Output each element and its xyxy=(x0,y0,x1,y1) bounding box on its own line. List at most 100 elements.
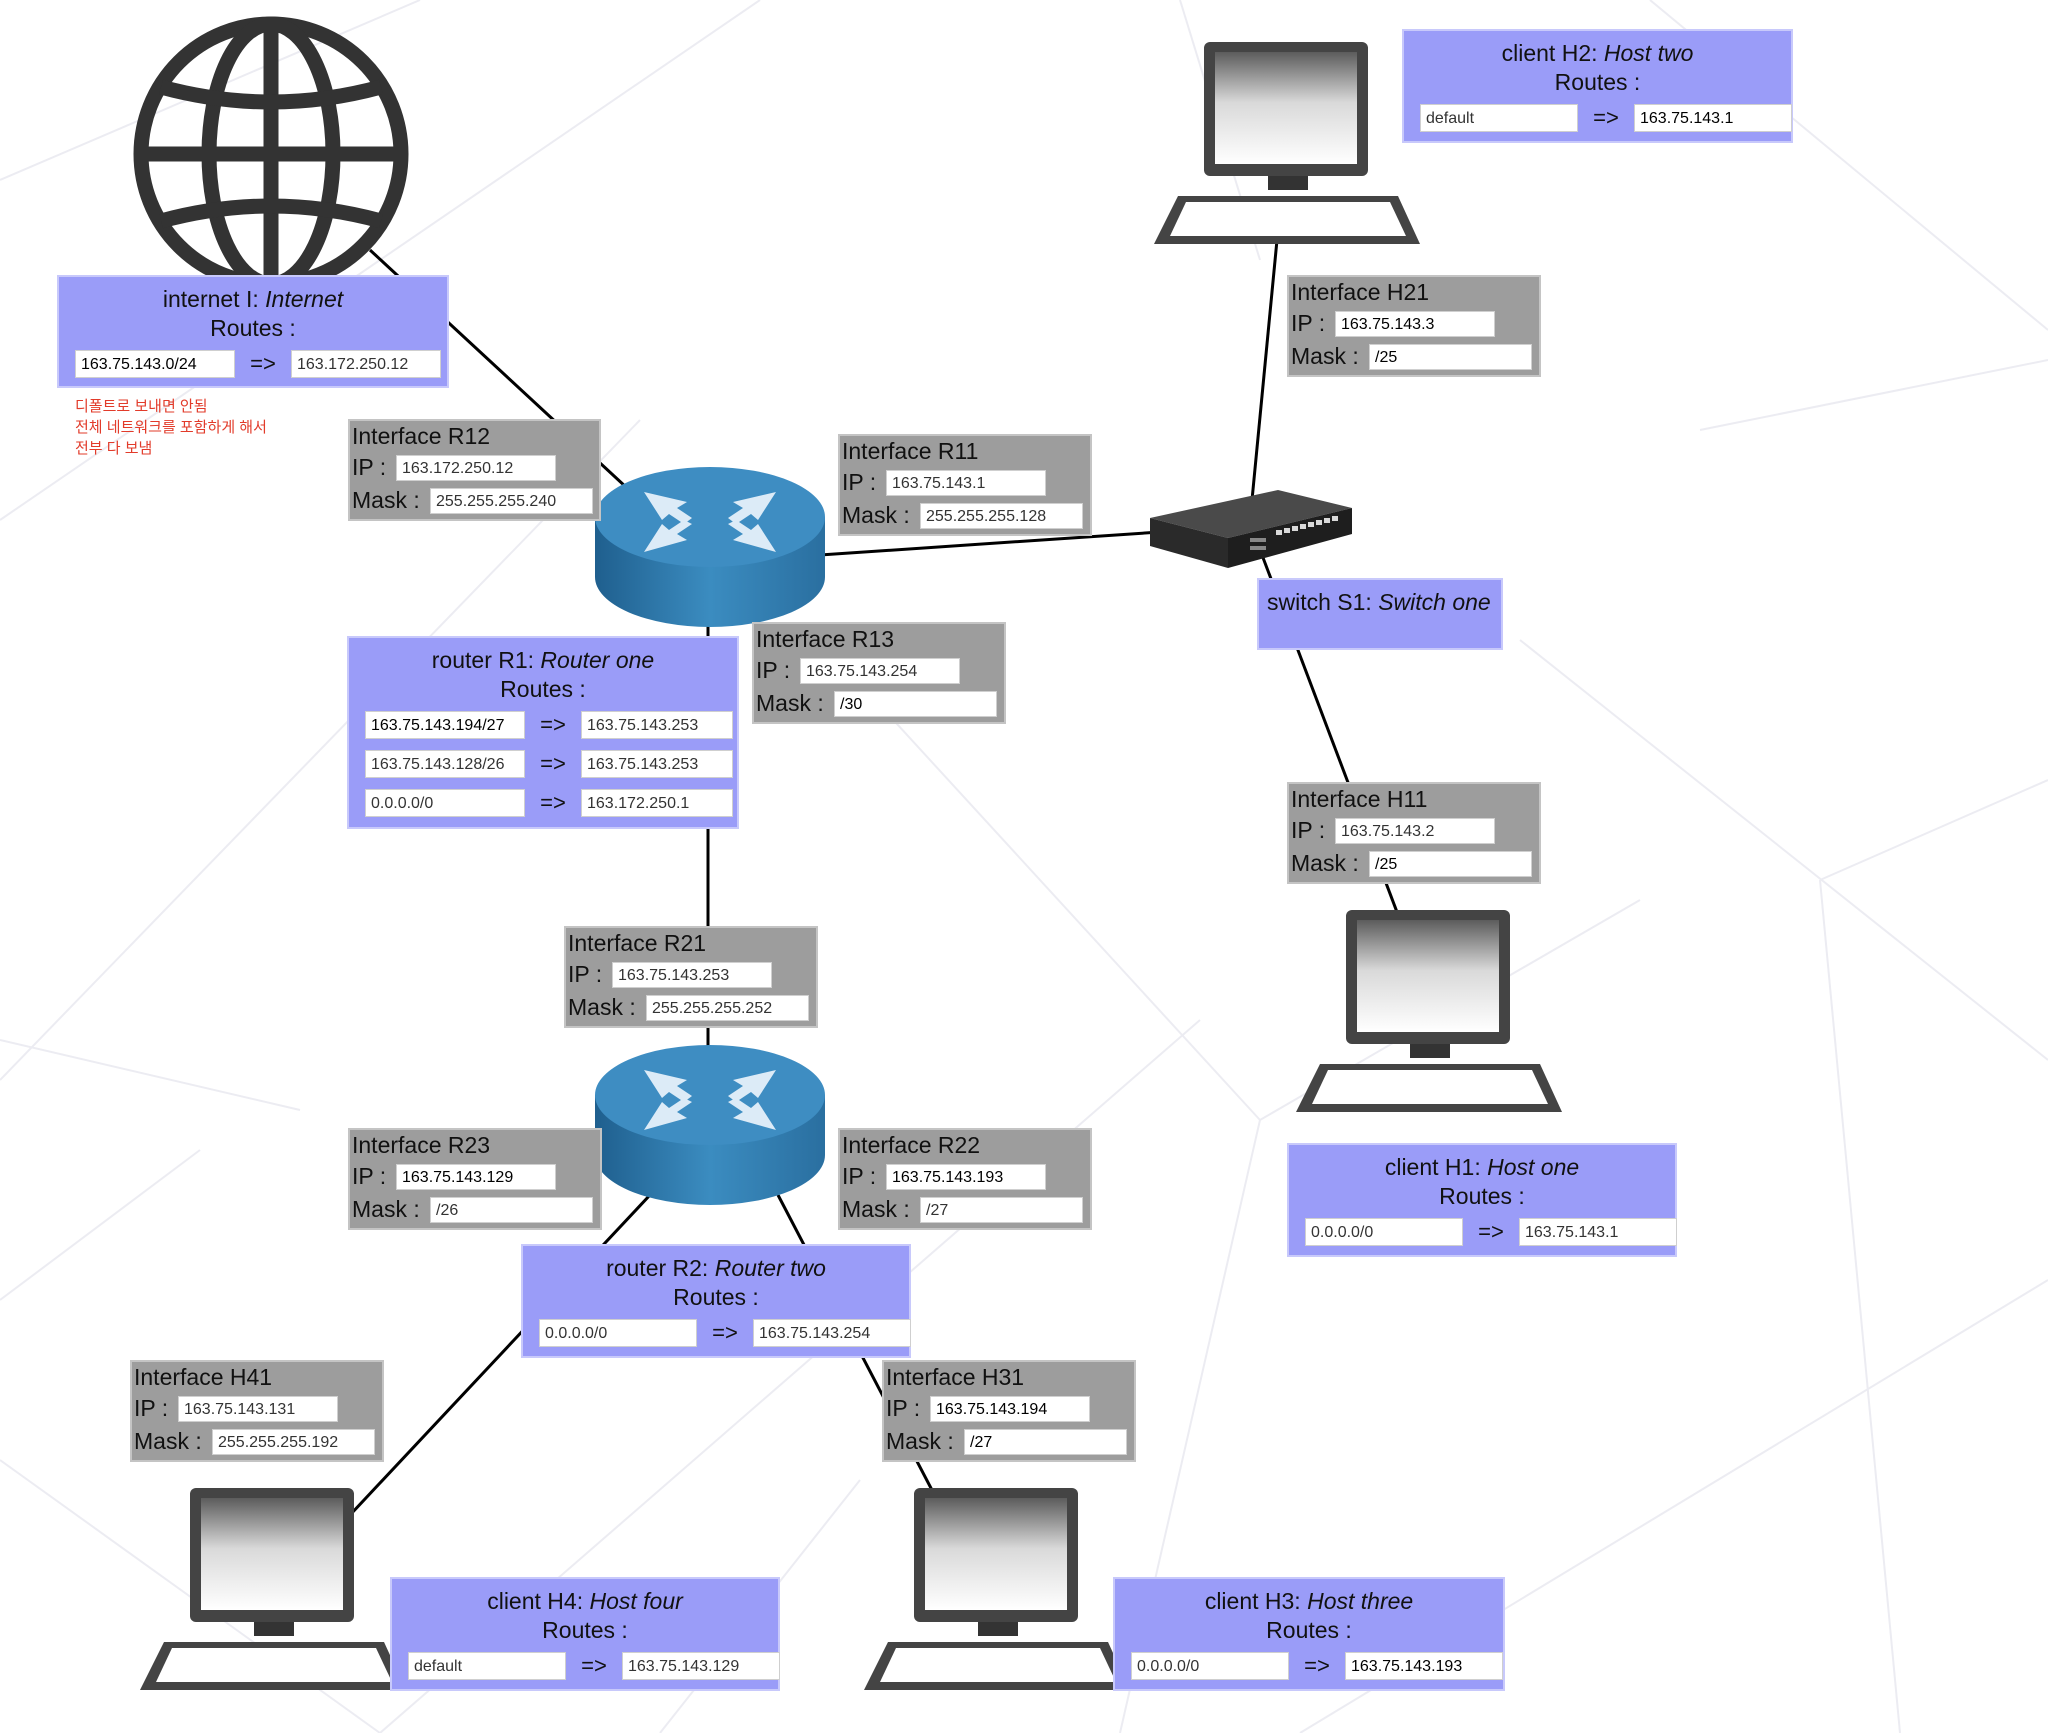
link-r1-switch xyxy=(819,530,1161,557)
route-arrow: => xyxy=(1593,105,1619,130)
mask-row: Mask : 255.255.255.192 xyxy=(134,1427,375,1457)
interface-h41[interactable]: Interface H41 IP : 163.75.143.131 Mask :… xyxy=(130,1360,384,1462)
interface-title: Interface H31 xyxy=(886,1364,1025,1390)
mask-row: Mask : 255.255.255.128 xyxy=(842,501,1083,531)
mask-value[interactable]: /27 xyxy=(964,1429,1127,1455)
routes-label: Routes : xyxy=(1554,69,1641,95)
route-gateway[interactable]: 163.75.143.253 xyxy=(581,711,733,739)
interface-title: Interface R21 xyxy=(568,930,707,956)
routes-label: Routes : xyxy=(500,676,586,702)
link-switch-h2 xyxy=(1250,239,1279,501)
route-gateway[interactable]: 163.75.143.1 xyxy=(1634,104,1792,132)
interface-r22[interactable]: Interface R22 IP : 163.75.143.193 Mask :… xyxy=(838,1128,1092,1230)
interface-title: Interface H41 xyxy=(134,1364,273,1390)
ip-label: IP : xyxy=(756,657,791,683)
ip-value[interactable]: 163.75.143.131 xyxy=(178,1396,338,1422)
mask-value[interactable]: 255.255.255.128 xyxy=(920,503,1083,529)
interface-r12[interactable]: Interface R12 IP : 163.172.250.12 Mask :… xyxy=(348,419,601,521)
ip-value[interactable]: 163.75.143.254 xyxy=(800,658,960,684)
ip-value[interactable]: 163.75.143.129 xyxy=(396,1164,556,1190)
route-gateway[interactable]: 163.75.143.254 xyxy=(753,1319,911,1347)
route-dest[interactable]: 0.0.0.0/0 xyxy=(539,1319,697,1347)
node-title: client H4: Host four xyxy=(487,1588,683,1614)
annotation-note: 디폴트로 보내면 안됨 전체 네트워크를 포함하게 해서 전부 다 보냄 xyxy=(75,398,267,457)
route-arrow: => xyxy=(712,1320,738,1345)
route-dest[interactable]: 163.75.143.128/26 xyxy=(365,750,525,778)
mask-row: Mask : /27 xyxy=(886,1427,1127,1457)
ip-value[interactable]: 163.75.143.253 xyxy=(612,962,772,988)
mask-row: Mask : 255.255.255.252 xyxy=(568,993,809,1023)
node-h1[interactable]: client H1: Host one Routes : 0.0.0.0/0 =… xyxy=(1287,1143,1677,1257)
interface-title: Interface R13 xyxy=(756,626,895,652)
ip-value[interactable]: 163.75.143.194 xyxy=(930,1396,1090,1422)
ip-label: IP : xyxy=(842,469,877,495)
mask-label: Mask : xyxy=(568,994,636,1020)
node-h4[interactable]: client H4: Host four Routes : default =>… xyxy=(390,1577,780,1691)
computer-h2-icon xyxy=(1154,42,1420,244)
node-title: router R1: Router one xyxy=(431,647,655,673)
interface-r23[interactable]: Interface R23 IP : 163.75.143.129 Mask :… xyxy=(348,1128,602,1230)
ip-value[interactable]: 163.75.143.3 xyxy=(1335,311,1495,337)
node-title: internet I: Internet xyxy=(162,286,344,312)
mask-row: Mask : /25 xyxy=(1291,849,1532,879)
router-r2-icon xyxy=(595,1045,825,1205)
route-gateway[interactable]: 163.75.143.129 xyxy=(622,1652,780,1680)
route-dest[interactable]: 0.0.0.0/0 xyxy=(1305,1218,1463,1246)
node-h3[interactable]: client H3: Host three Routes : 0.0.0.0/0… xyxy=(1113,1577,1505,1691)
route-dest[interactable]: 163.75.143.194/27 xyxy=(365,711,525,739)
interface-h21[interactable]: Interface H21 IP : 163.75.143.3 Mask : /… xyxy=(1287,275,1541,377)
interface-r21[interactable]: Interface R21 IP : 163.75.143.253 Mask :… xyxy=(564,926,818,1028)
node-title: client H3: Host three xyxy=(1204,1588,1414,1614)
route-gateway[interactable]: 163.75.143.1 xyxy=(1519,1218,1677,1246)
route-row: default => 163.75.143.1 xyxy=(1412,104,1792,134)
route-dest[interactable]: default xyxy=(1420,104,1578,132)
ip-value[interactable]: 163.75.143.193 xyxy=(886,1164,1046,1190)
mask-value[interactable]: /25 xyxy=(1369,344,1532,370)
interface-h11[interactable]: Interface H11 IP : 163.75.143.2 Mask : /… xyxy=(1287,782,1541,884)
mask-value[interactable]: /30 xyxy=(834,691,997,717)
node-r2[interactable]: router R2: Router two Routes : 0.0.0.0/0… xyxy=(521,1244,911,1358)
ip-value[interactable]: 163.75.143.2 xyxy=(1335,818,1495,844)
ip-label: IP : xyxy=(1291,310,1326,336)
globe-icon xyxy=(133,16,409,292)
node-r1[interactable]: router R1: Router one Routes : 163.75.14… xyxy=(347,636,739,829)
route-gateway[interactable]: 163.75.143.253 xyxy=(581,750,733,778)
mask-label: Mask : xyxy=(134,1428,202,1454)
interface-h31[interactable]: Interface H31 IP : 163.75.143.194 Mask :… xyxy=(882,1360,1136,1462)
mask-value[interactable]: 255.255.255.252 xyxy=(646,995,809,1021)
route-arrow: => xyxy=(540,712,566,737)
mask-value[interactable]: /27 xyxy=(920,1197,1083,1223)
mask-row: Mask : /30 xyxy=(756,689,997,719)
node-s1[interactable]: switch S1: Switch one xyxy=(1257,578,1503,650)
computer-h1-icon xyxy=(1296,910,1562,1112)
route-row: 163.75.143.194/27 => 163.75.143.253 xyxy=(357,711,733,741)
route-dest[interactable]: default xyxy=(408,1652,566,1680)
route-dest[interactable]: 163.75.143.0/24 xyxy=(75,350,235,378)
route-gateway[interactable]: 163.75.143.193 xyxy=(1345,1652,1503,1680)
ip-value[interactable]: 163.75.143.1 xyxy=(886,470,1046,496)
ip-value[interactable]: 163.172.250.12 xyxy=(396,455,556,481)
interface-r13[interactable]: Interface R13 IP : 163.75.143.254 Mask :… xyxy=(752,622,1006,724)
route-dest[interactable]: 0.0.0.0/0 xyxy=(365,789,525,817)
ip-row: IP : 163.172.250.12 xyxy=(352,453,591,483)
routes-label: Routes : xyxy=(210,315,296,341)
mask-value[interactable]: 255.255.255.240 xyxy=(430,488,593,514)
mask-row: Mask : /26 xyxy=(352,1195,593,1225)
ip-label: IP : xyxy=(568,961,603,987)
mask-row: Mask : /27 xyxy=(842,1195,1083,1225)
ip-label: IP : xyxy=(352,454,387,480)
mask-value[interactable]: /26 xyxy=(430,1197,593,1223)
node-title: switch S1: Switch one xyxy=(1267,589,1491,615)
route-arrow: => xyxy=(540,751,566,776)
ip-label: IP : xyxy=(1291,817,1326,843)
interface-title: Interface H11 xyxy=(1291,786,1428,812)
mask-value[interactable]: 255.255.255.192 xyxy=(212,1429,375,1455)
route-gateway[interactable]: 163.172.250.12 xyxy=(291,350,441,378)
ip-row: IP : 163.75.143.131 xyxy=(134,1394,374,1424)
mask-value[interactable]: /25 xyxy=(1369,851,1532,877)
route-gateway[interactable]: 163.172.250.1 xyxy=(581,789,733,817)
node-internet[interactable]: internet I: Internet Routes : 163.75.143… xyxy=(57,275,449,388)
interface-r11[interactable]: Interface R11 IP : 163.75.143.1 Mask : 2… xyxy=(838,434,1092,536)
node-h2[interactable]: client H2: Host two Routes : default => … xyxy=(1402,29,1793,143)
route-dest[interactable]: 0.0.0.0/0 xyxy=(1131,1652,1289,1680)
